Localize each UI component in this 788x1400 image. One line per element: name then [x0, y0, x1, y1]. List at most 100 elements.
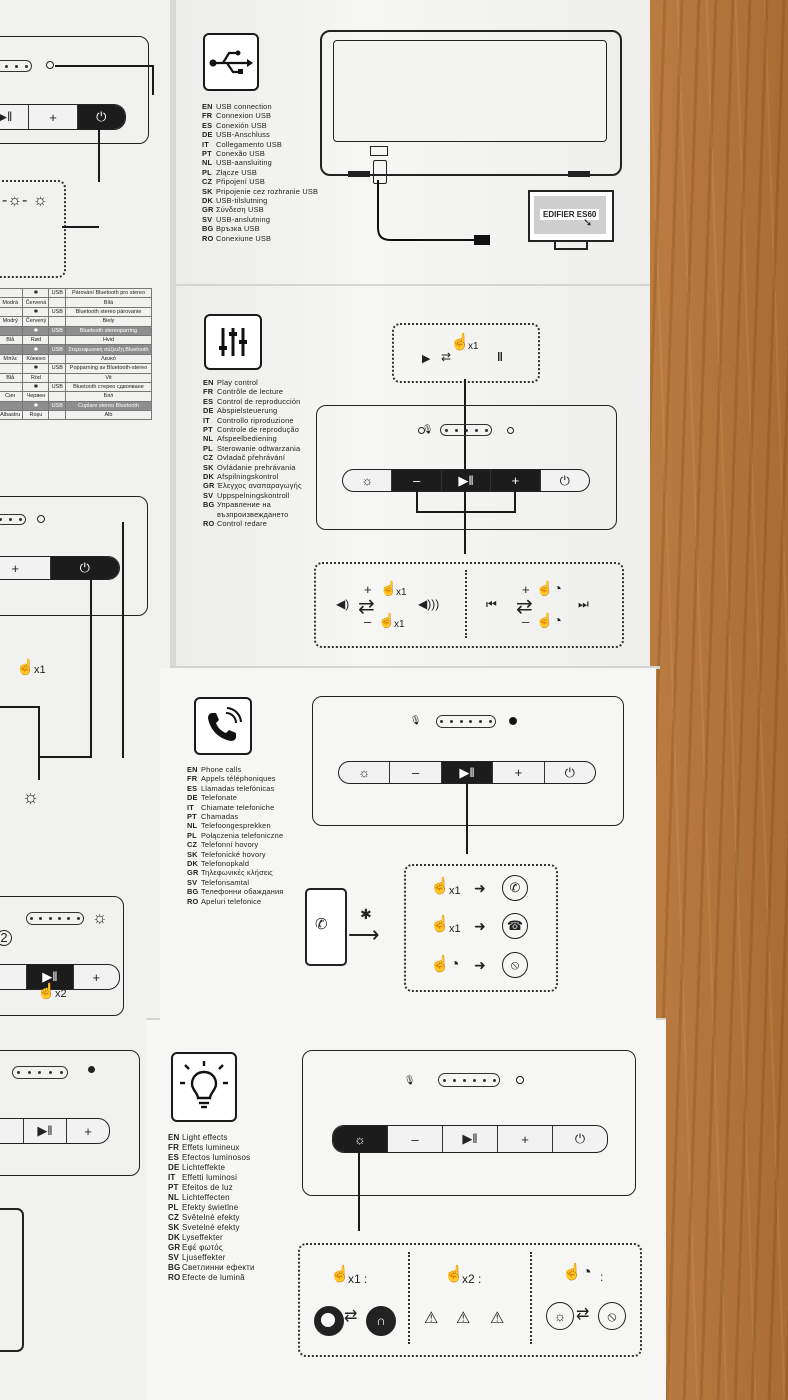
speaker-top-panel-play: [316, 405, 617, 530]
minus-button-light[interactable]: –: [387, 1126, 442, 1152]
plus-button-play[interactable]: +: [490, 470, 540, 491]
language-code: SV: [203, 490, 214, 500]
minus-button-calls[interactable]: –: [389, 762, 440, 783]
power-button-2[interactable]: ⏻: [49, 557, 119, 579]
play-pause-button-play[interactable]: ▶‖: [440, 470, 491, 491]
table-cell: Blå: [0, 334, 24, 346]
connector-line: [0, 706, 38, 708]
language-code: RO: [168, 1273, 181, 1282]
language-label: Contrôle de lecture: [217, 387, 284, 397]
table-cell: [48, 410, 66, 421]
indicator-dot-2: [37, 515, 45, 523]
hand-tap-icon-5: ☝: [378, 612, 396, 628]
language-code: BG: [187, 887, 199, 897]
play-pause-button-3[interactable]: ▶‖: [26, 965, 73, 989]
plus-button-4[interactable]: +: [66, 1119, 109, 1143]
connector-line: [416, 490, 418, 512]
play-pause-button-4[interactable]: ▶‖: [23, 1119, 66, 1143]
power-button[interactable]: ⏻: [76, 105, 125, 129]
language-code: EN: [203, 378, 214, 387]
track-minus: –: [522, 614, 530, 629]
reject-call-icon[interactable]: ⦸: [502, 952, 528, 978]
answer-call-icon[interactable]: ✆: [502, 875, 528, 901]
table-cell: ✱: [22, 325, 50, 336]
plus-button-calls[interactable]: +: [492, 762, 543, 783]
light-button[interactable]: ☼: [361, 473, 374, 488]
light-mode-off-icon: [314, 1306, 344, 1336]
box-divider: [465, 570, 467, 638]
minus-button-3[interactable]: [0, 965, 26, 989]
language-label: Pripojenie cez rozhranie USB: [216, 186, 319, 196]
table-cell: ✱: [22, 400, 50, 412]
table-cell: Blå: [0, 372, 24, 383]
minus-button-4[interactable]: [0, 1119, 23, 1143]
end-call-icon[interactable]: ☎: [502, 913, 528, 939]
language-label: Telefonní hovory: [201, 840, 259, 850]
language-code: SK: [203, 462, 214, 472]
led-strip-play: [440, 424, 492, 436]
power-button-light[interactable]: ⏻: [552, 1126, 607, 1152]
led-strip-4: [12, 1066, 68, 1079]
hand-tap-icon-6: ☝: [430, 878, 450, 895]
power-button-calls[interactable]: ⏻: [543, 762, 595, 783]
language-label: Telefonsamtal: [201, 877, 250, 887]
language-label: Efekty świetlne: [182, 1203, 239, 1212]
language-code: EN: [202, 102, 213, 111]
plus-button-3[interactable]: +: [72, 965, 119, 989]
table-cell: [0, 287, 24, 299]
play-pause-button-calls[interactable]: ▶‖: [440, 762, 493, 783]
table-cell: Bluetooth стерео сдвояване: [64, 381, 153, 393]
table-cell: Modrý: [0, 316, 24, 327]
power-button-play[interactable]: ⏻: [539, 470, 589, 491]
light-button-active[interactable]: ☼: [333, 1126, 387, 1152]
table-cell: Στερεοφωνική σύζευξη Bluetooth: [64, 344, 153, 355]
language-label: възпроизвеждането: [217, 509, 289, 519]
language-label: Chamadas: [201, 812, 239, 822]
plus-button[interactable]: +: [28, 105, 76, 129]
language-label: Σύνδεση USB: [216, 205, 264, 215]
call-actions-box: [404, 864, 558, 992]
language-label: Efectos luminosos: [182, 1153, 251, 1162]
language-code: GR: [202, 205, 214, 215]
table-cell: [48, 353, 66, 365]
fold-line-1: [176, 284, 650, 286]
language-label: Efecte de lumină: [182, 1273, 245, 1282]
language-code: ES: [187, 783, 198, 793]
plus-button-2[interactable]: +: [11, 560, 20, 576]
play-pause-button-light[interactable]: ▶‖: [442, 1126, 497, 1152]
plus-button-light[interactable]: +: [497, 1126, 552, 1152]
language-code: NL: [168, 1193, 180, 1202]
table-cell: ✱: [22, 381, 50, 393]
language-code: BG: [202, 224, 214, 234]
language-code: IT: [168, 1173, 176, 1182]
phone-call-icon: [208, 707, 242, 741]
previous-track-icon: ⏮: [486, 597, 497, 611]
table-cell: Vit: [64, 372, 153, 383]
language-code: EN: [168, 1133, 180, 1142]
speaker-panel-2: [0, 496, 148, 616]
minus-button-play[interactable]: –: [391, 470, 441, 491]
light-button-2[interactable]: ☼: [358, 765, 371, 780]
language-code: FR: [203, 387, 214, 397]
table-cell: [0, 363, 24, 374]
mic-icon-3: 🎙: [404, 1075, 416, 1085]
step-number: 2: [0, 930, 12, 946]
language-code: SV: [202, 214, 213, 224]
button-bar-2: + ⏻: [0, 556, 120, 580]
language-label: Conexión USB: [216, 120, 267, 130]
language-label: Ovladač přehrávání: [217, 453, 286, 463]
language-code: DE: [202, 130, 213, 140]
play-pause-button[interactable]: ▶‖: [0, 109, 13, 124]
